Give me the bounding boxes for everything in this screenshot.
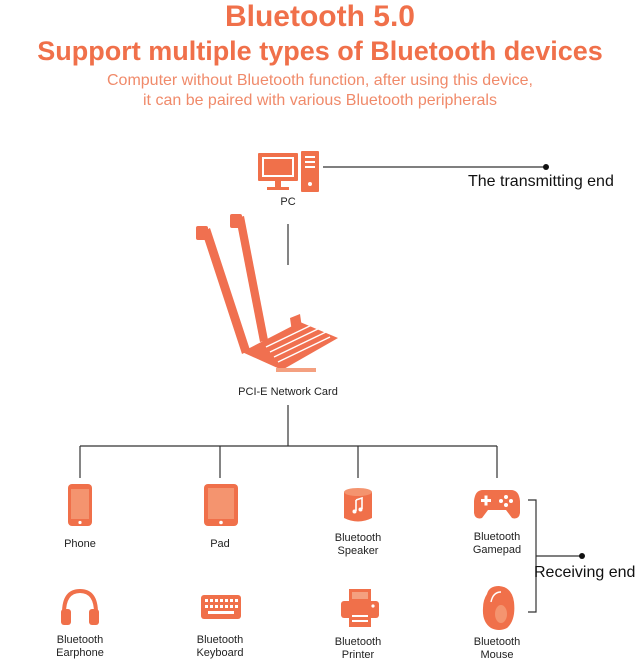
pcie-card-label: PCI-E Network Card [238,386,338,398]
receiving-end-label: Receiving end [534,564,636,581]
transmit-dot [543,164,549,170]
gamepad-icon [474,490,520,519]
keyboard-icon [201,595,241,619]
page-title: Bluetooth 5.0 [224,0,415,33]
device-label-speaker: Bluetooth Speaker [334,532,382,557]
desktop-computer-icon [258,151,319,192]
device-label-printer: Bluetooth Printer [334,636,382,661]
page-subtitle: Support multiple types of Bluetooth devi… [37,36,603,66]
headphones-icon [61,588,99,625]
pc-label: PC [280,196,296,208]
device-label-earphone: Bluetooth Earphone [56,634,104,659]
phone-icon [68,484,92,526]
tablet-icon [204,484,238,526]
device-label-mouse: Bluetooth Mouse [473,636,521,661]
receive-dot [579,553,585,559]
pcie-card-icon [196,214,338,372]
transmitting-end-label: The transmitting end [468,173,614,190]
description-line-2: it can be paired with various Bluetooth … [143,92,497,109]
speaker-icon [344,488,372,522]
printer-icon [341,589,379,627]
device-label-keyboard: Bluetooth Keyboard [196,634,244,659]
description-line-1: Computer without Bluetooth function, aft… [106,72,533,89]
mouse-icon [482,586,515,630]
device-label-phone: Phone [64,538,96,550]
device-label-gamepad: Bluetooth Gamepad [472,531,522,556]
device-label-pad: Pad [210,538,230,550]
